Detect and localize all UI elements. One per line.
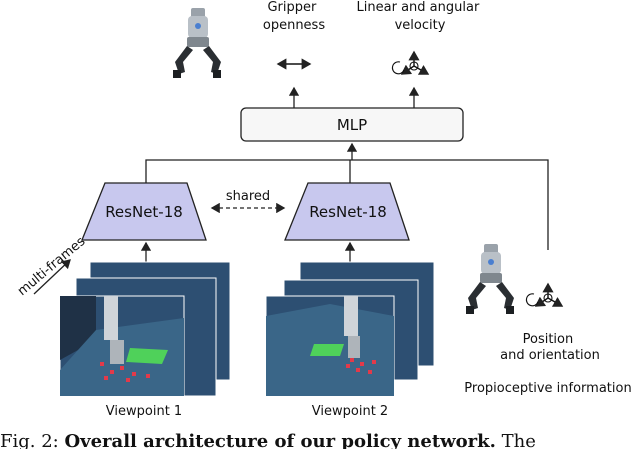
viewpoint1-frames <box>59 261 231 397</box>
mlp-box: MLP <box>240 107 464 142</box>
proprio-axes-icon <box>526 284 562 306</box>
proprioceptive-label: Propioceptive information <box>464 381 631 396</box>
viewpoint1-front-frame <box>59 295 185 397</box>
axes-rotation-icon <box>392 52 428 74</box>
position-orientation-label: Position and orientation <box>500 332 600 363</box>
resnet-left-block: ResNet-18 <box>81 182 207 241</box>
resnet-right-block: ResNet-18 <box>284 182 410 241</box>
velocity-label: Linear and angular velocity <box>357 0 484 33</box>
viewpoint1-label: Viewpoint 1 <box>106 404 182 419</box>
figure-caption: Fig. 2: Overall architecture of our poli… <box>0 431 536 449</box>
robot-gripper-icon <box>173 8 221 78</box>
proprio-gripper-icon <box>466 244 514 314</box>
resnet-left-label: ResNet-18 <box>105 203 183 221</box>
resnet-right-label: ResNet-18 <box>309 203 387 221</box>
mlp-label: MLP <box>337 116 367 134</box>
viewpoint2-label: Viewpoint 2 <box>312 404 388 419</box>
feature-bus-line <box>145 159 549 250</box>
shared-label: shared <box>226 189 270 204</box>
multi-frames-arrow <box>33 259 71 295</box>
viewpoint2-front-frame <box>265 295 395 397</box>
gripper-openness-label: Gripper openness <box>263 0 325 33</box>
viewpoint2-frames <box>265 261 435 397</box>
